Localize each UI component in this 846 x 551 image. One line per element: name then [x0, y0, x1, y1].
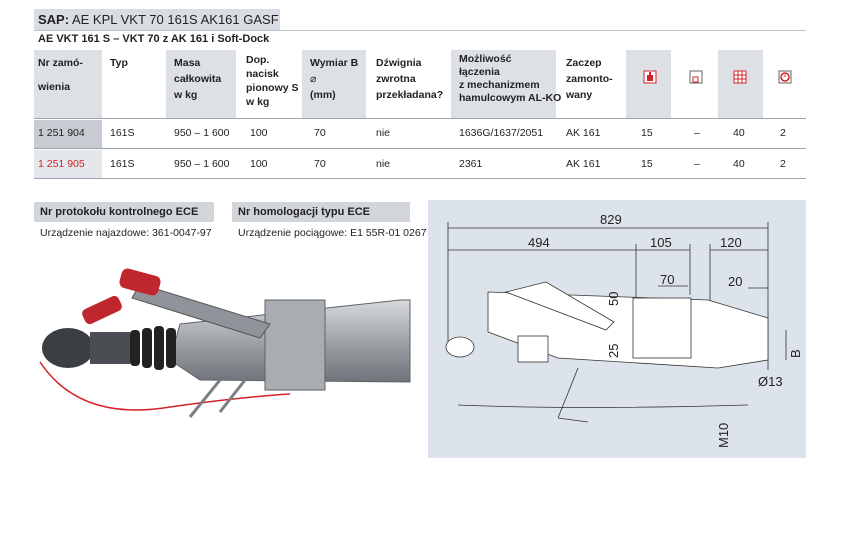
row-divider: [34, 178, 806, 179]
clock-icon: [778, 70, 792, 84]
order-column-header-bg: [34, 50, 102, 118]
row-divider: [34, 148, 806, 149]
dim-bolt: M10: [716, 423, 731, 448]
col4-cell: 2: [780, 127, 786, 139]
sap-header: SAP: AE KPL VKT 70 161S AK161 GASF: [34, 9, 280, 30]
dimension-drawing: 829 494 105 120 70 20 50 25 Ø13 M10 B: [428, 200, 806, 458]
mass-cell: 950 – 1 600: [174, 127, 230, 139]
grid-profile-icon: [733, 70, 747, 84]
combo-cell: 2361: [459, 158, 483, 170]
ece-homologation-text: Urządzenie pociągowe: E1 55R-01 0267: [238, 227, 427, 239]
col2-cell: –: [694, 158, 700, 170]
dim-overall: 829: [600, 212, 622, 227]
load-cell: 100: [250, 158, 268, 170]
col2-cell: –: [694, 127, 700, 139]
order-number[interactable]: 1 251 904: [38, 127, 85, 139]
sap-value: AE KPL VKT 70 161S AK161 GASF: [71, 12, 279, 27]
dim-20: 20: [728, 274, 742, 289]
load-cell: 100: [250, 127, 268, 139]
hitch-cell: AK 161: [566, 127, 601, 139]
dim-50: 50: [606, 292, 621, 306]
subtitle-bar: [34, 30, 806, 51]
product-subtitle: AE VKT 161 S – VKT 70 z AK 161 i Soft-Do…: [38, 33, 270, 45]
col3-cell: 40: [733, 158, 745, 170]
width-header: Wymiar B⌀(mm): [310, 57, 359, 101]
ece-homologation-title: Nr homologacji typu ECE: [232, 202, 410, 222]
width-column-header-bg: [302, 50, 366, 118]
square-profile-icon: [689, 70, 703, 84]
width-cell: 70: [314, 127, 326, 139]
col1-cell: 15: [641, 158, 653, 170]
order-cell-bg: [34, 150, 102, 178]
product-photo: [39, 268, 411, 418]
col4-cell: 2: [780, 158, 786, 170]
dim-494: 494: [528, 235, 550, 250]
header-divider: [34, 118, 806, 119]
dim-70: 70: [660, 272, 674, 287]
order-cell-bg: [34, 120, 102, 148]
type-cell: 161S: [110, 127, 135, 139]
dimension-svg: 829 494 105 120 70 20 50 25 Ø13 M10 B: [445, 212, 803, 448]
dim-b: B: [788, 349, 803, 358]
mass-cell: 950 – 1 600: [174, 158, 230, 170]
order-header: Nr zamó-wienia: [38, 57, 83, 93]
sap-label: SAP:: [38, 12, 70, 27]
combo-column-header-bg: [451, 50, 556, 118]
dim-hole: Ø13: [758, 374, 783, 389]
dim-105: 105: [650, 235, 672, 250]
combo-cell: 1636G/1637/2051: [459, 127, 544, 139]
lever-cell: nie: [376, 158, 391, 170]
hitch-ball-icon: [643, 70, 657, 84]
type-header: Typ: [110, 57, 128, 69]
ece-protocol-text: Urządzenie najazdowe: 361-0047-97: [40, 227, 212, 239]
icon1-column-header-bg: [626, 50, 671, 118]
width-cell: 70: [314, 158, 326, 170]
mass-column-header-bg: [166, 50, 236, 118]
col1-cell: 15: [641, 127, 653, 139]
dim-120: 120: [720, 235, 742, 250]
lever-cell: nie: [376, 127, 391, 139]
order-number[interactable]: 1 251 905: [38, 158, 85, 170]
col3-cell: 40: [733, 127, 745, 139]
ece-protocol-title: Nr protokołu kontrolnego ECE: [34, 202, 214, 222]
type-cell: 161S: [110, 158, 135, 170]
dim-25: 25: [606, 344, 621, 358]
icon3-column-header-bg: [718, 50, 763, 118]
hitch-cell: AK 161: [566, 158, 601, 170]
